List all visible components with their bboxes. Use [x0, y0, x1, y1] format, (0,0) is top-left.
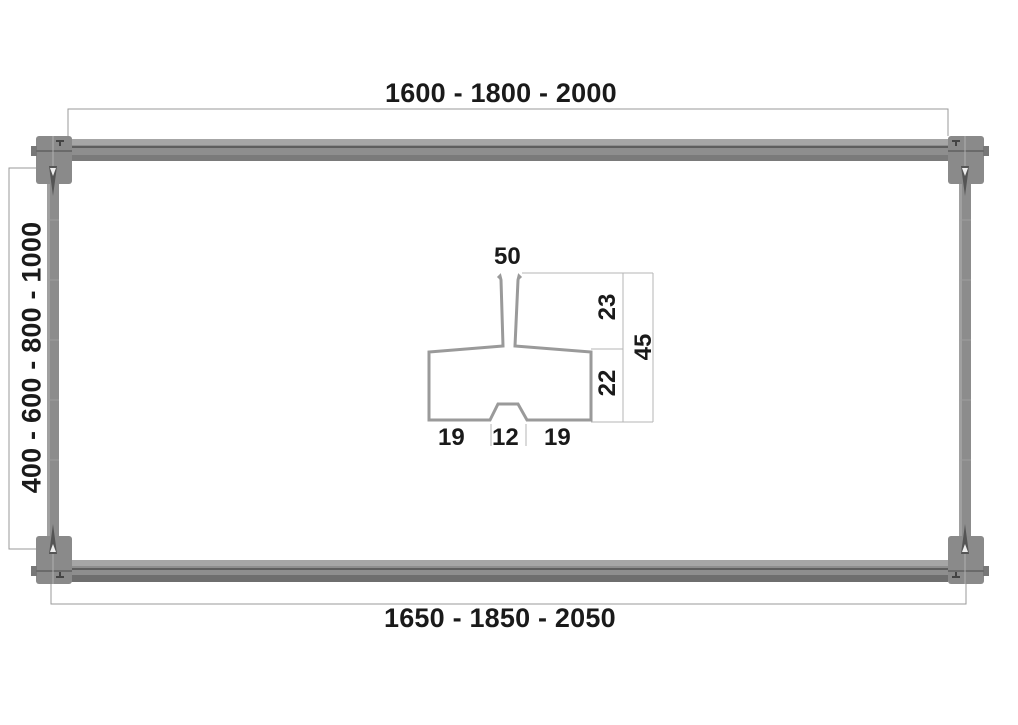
- profile-total-height-label: 45: [630, 333, 657, 361]
- bottom-length-label: 1650 - 1850 - 2050: [384, 603, 616, 633]
- profile-bottom-left-label: 19: [438, 424, 465, 451]
- profile-bottom-center-label: 12: [492, 424, 519, 451]
- bottom-dimension-line: [50, 582, 967, 605]
- profile-upper-height-label: 23: [594, 293, 621, 321]
- corner-bracket-top-right: [948, 136, 989, 196]
- profile-lower-height-label: 22: [594, 369, 621, 397]
- profile-dimension-lines: [490, 272, 654, 446]
- top-rail: [68, 139, 948, 161]
- corner-bracket-top-left: [31, 136, 72, 196]
- side-dimension-line: [8, 167, 40, 550]
- profile-cross-section: [427, 273, 593, 422]
- left-upright: [47, 180, 59, 542]
- side-height-label: 400 - 600 - 800 - 1000: [16, 221, 47, 494]
- corner-bracket-bottom-right: [948, 524, 989, 584]
- corner-bracket-bottom-left: [31, 524, 72, 584]
- top-dimension-line: [67, 108, 949, 136]
- top-length-label: 1600 - 1800 - 2000: [385, 78, 617, 108]
- bottom-rail: [68, 560, 948, 582]
- right-upright: [959, 180, 971, 542]
- profile-width-label: 50: [494, 243, 521, 270]
- profile-bottom-right-label: 19: [544, 424, 571, 451]
